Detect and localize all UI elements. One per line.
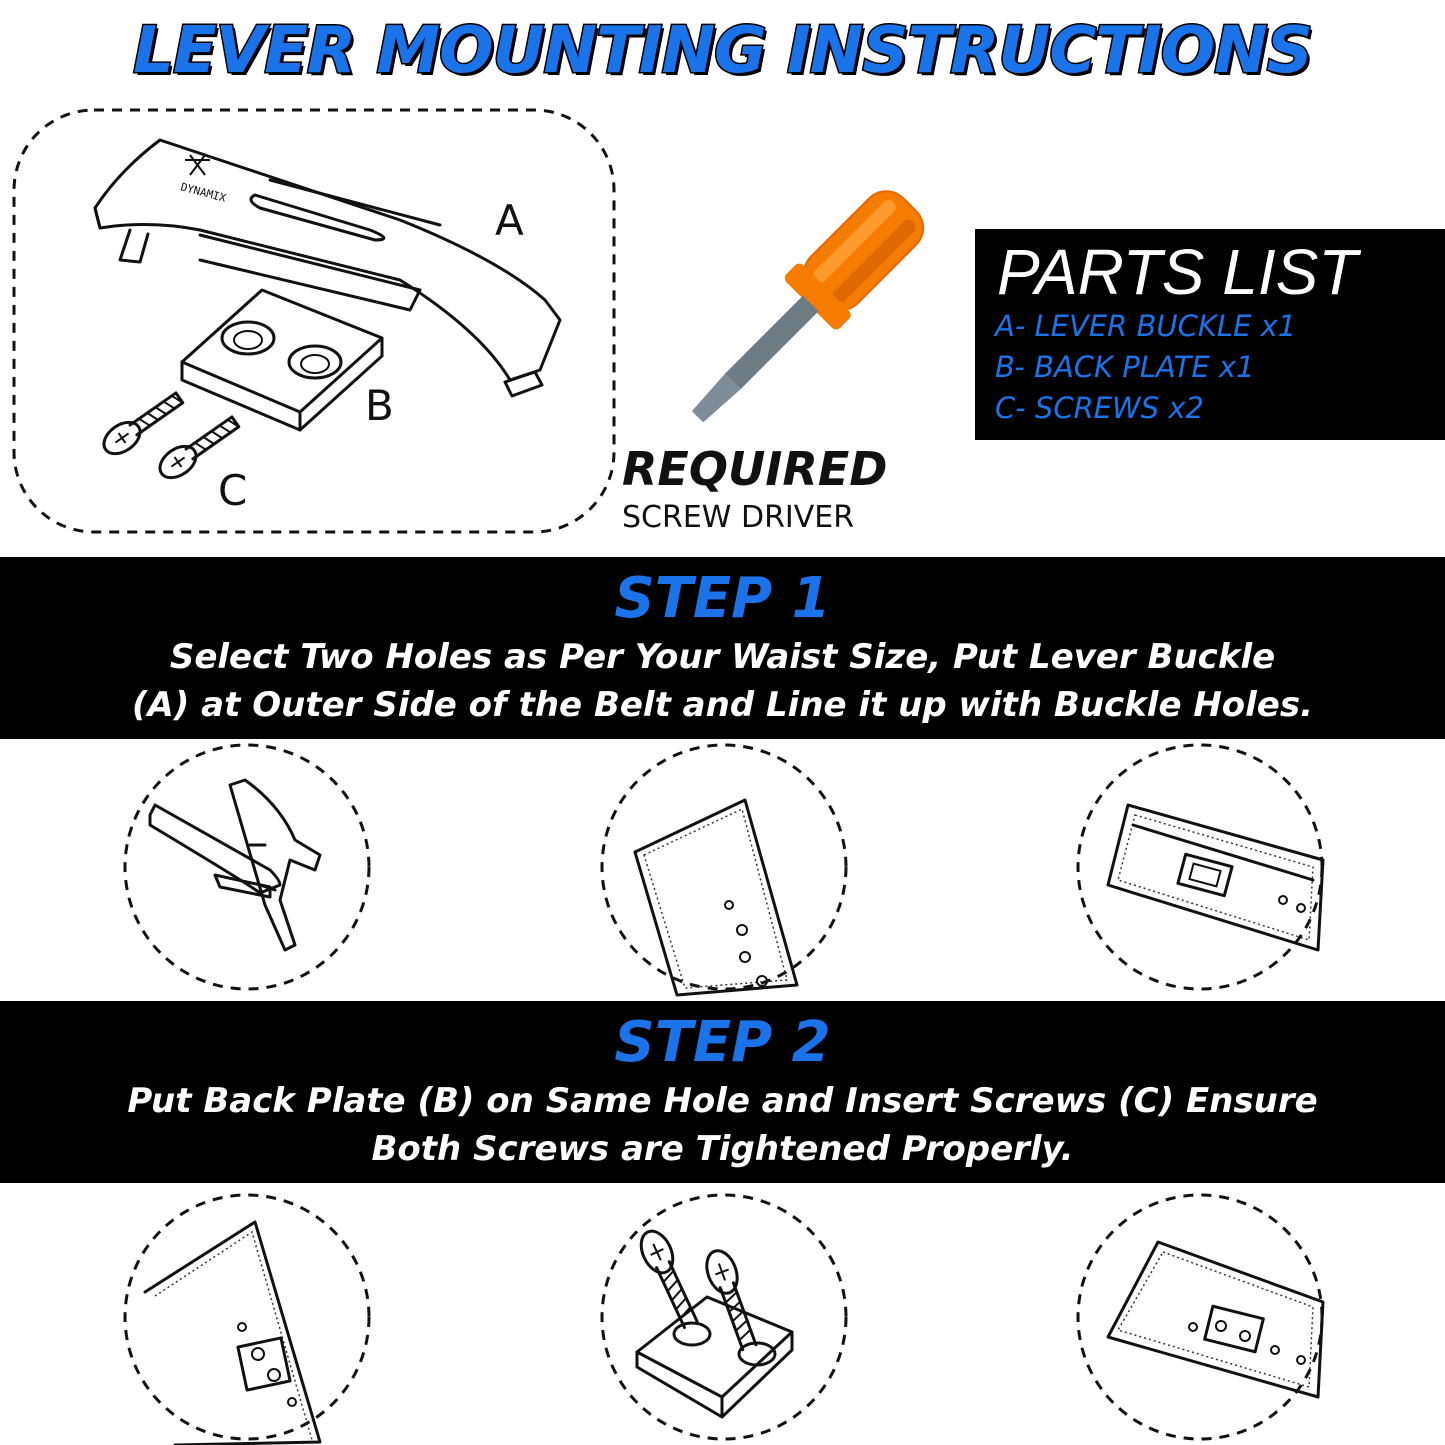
parts-list-box: PARTS LIST A- LEVER BUCKLE x1 B- BACK PL… — [975, 229, 1445, 440]
parts-list-item: C- SCREWS x2 — [995, 391, 1204, 425]
parts-dashed-frame — [12, 108, 616, 534]
label-b: B — [365, 381, 394, 430]
label-c: C — [218, 466, 247, 515]
parts-list-item: B- BACK PLATE x1 — [995, 350, 1255, 384]
step-2-text: Put Back Plate (B) on Same Hole and Inse… — [0, 1077, 1445, 1173]
step-2-illustration-mounted — [1076, 1193, 1325, 1441]
step-2-illustration-screws-plate — [600, 1193, 848, 1441]
required-label: REQUIRED — [622, 442, 888, 496]
step-2-heading: STEP 2 — [614, 1010, 831, 1075]
lever-buckle-drawing — [93, 138, 562, 398]
back-plate-drawing — [180, 288, 384, 432]
step-2-line-1: Put Back Plate (B) on Same Hole and Inse… — [127, 1081, 1318, 1121]
step-1-heading: STEP 1 — [614, 566, 831, 631]
parts-illustration: DYNAMIX A B C — [12, 108, 616, 534]
step-2-band: STEP 2 Put Back Plate (B) on Same Hole a… — [0, 1001, 1445, 1183]
step-1-line-1: Select Two Holes as Per Your Waist Size,… — [169, 637, 1276, 677]
page-title: LEVER MOUNTING INSTRUCTIONS — [132, 13, 1315, 90]
screwdriver-icon — [691, 190, 925, 423]
step-1-line-2: (A) at Outer Side of the Belt and Line i… — [131, 685, 1314, 725]
step-1-illustration-buckle-aligned — [1076, 743, 1325, 991]
parts-list-item: A- LEVER BUCKLE x1 — [995, 309, 1297, 343]
logo-text: DYNAMIX — [179, 180, 228, 205]
label-a: A — [495, 196, 524, 245]
screws-drawing — [102, 391, 241, 480]
tool-name: SCREW DRIVER — [622, 500, 855, 535]
step-1-text: Select Two Holes as Per Your Waist Size,… — [0, 633, 1445, 729]
parts-list-title: PARTS LIST — [997, 236, 1358, 308]
step-1-illustration-belt-holes — [600, 743, 848, 997]
step-2-line-2: Both Screws are Tightened Properly. — [371, 1129, 1074, 1169]
step-1-band: STEP 1 Select Two Holes as Per Your Wais… — [0, 557, 1445, 739]
step-1-illustration-lever-open — [123, 743, 371, 991]
step-2-illustration-back-plate — [123, 1193, 371, 1445]
